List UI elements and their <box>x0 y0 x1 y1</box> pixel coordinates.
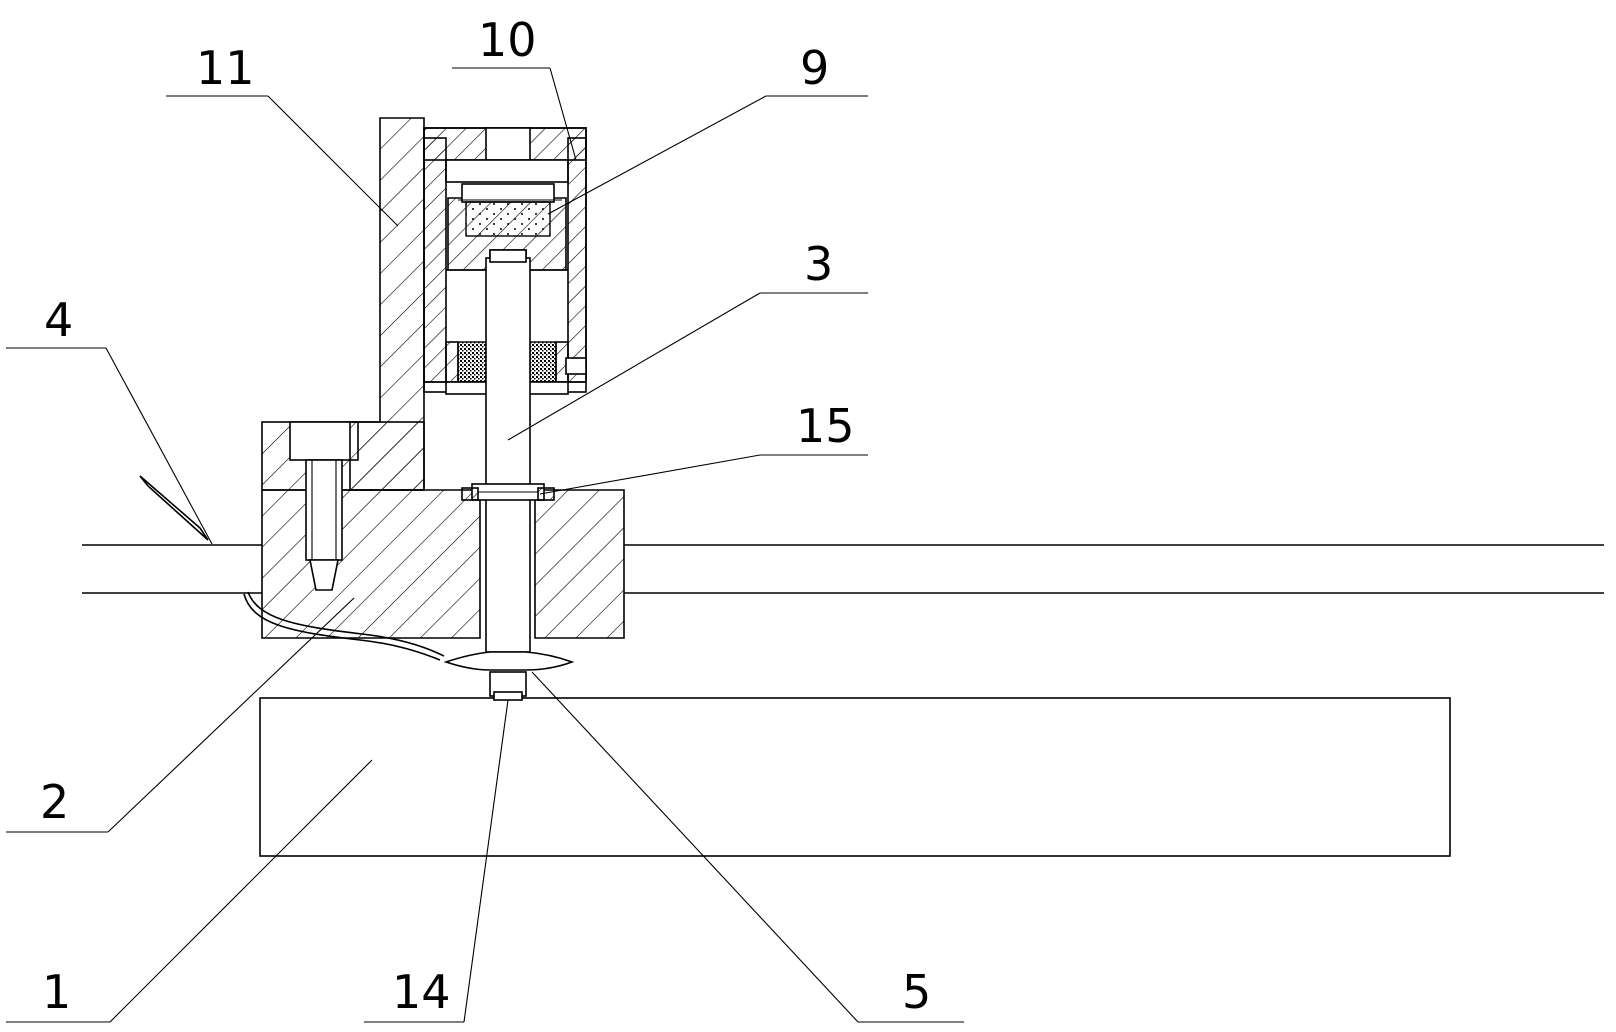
tab-plate <box>140 476 208 540</box>
label-15: 15 <box>796 399 855 453</box>
label-14: 14 <box>392 965 451 1019</box>
label-3: 3 <box>804 237 833 291</box>
vertical-bracket <box>350 118 424 490</box>
label-1: 1 <box>42 965 71 1019</box>
label-5: 5 <box>902 965 931 1019</box>
label-4: 4 <box>44 293 73 347</box>
label-2: 2 <box>40 775 69 829</box>
label-11: 11 <box>196 41 255 95</box>
label-10: 10 <box>478 13 537 67</box>
fork-part <box>446 652 572 700</box>
label-9: 9 <box>800 41 829 95</box>
base-plate <box>260 698 1450 856</box>
ring-part <box>462 484 554 500</box>
